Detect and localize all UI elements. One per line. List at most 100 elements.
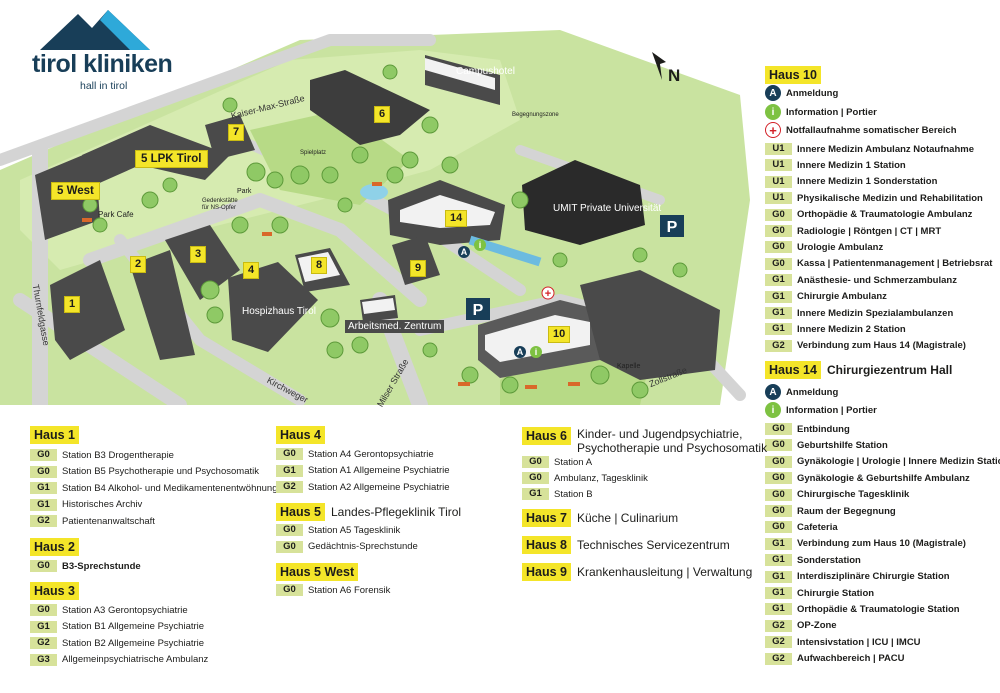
map-house-5-west[interactable]: 5 West xyxy=(51,182,100,200)
floor-badge: G1 xyxy=(765,587,792,599)
department-name: Kassa | Patientenmanagement | Betriebsra… xyxy=(797,258,993,270)
floor-badge: U1 xyxy=(765,143,792,155)
information-icon: i xyxy=(765,402,781,418)
department-name: Aufwachbereich | PACU xyxy=(797,653,905,665)
emergency-cross-icon: + xyxy=(765,122,781,138)
haus5west-badge: Haus 5 West xyxy=(276,563,359,581)
label-spielplatz: Spielplatz xyxy=(300,150,327,156)
floor-badge: G0 xyxy=(765,472,792,485)
floor-badge: G2 xyxy=(765,619,792,632)
legend-haus3-header: Haus 3 xyxy=(30,582,79,600)
map-house-8[interactable]: 8 xyxy=(311,257,328,274)
haus14-row: G2 Aufwachbereich | PACU xyxy=(765,652,905,666)
department-name: Station A5 Tagesklinik xyxy=(308,524,401,536)
department-name: Anästhesie- und Schmerzambulanz xyxy=(797,274,957,286)
department-name: Patientenanwaltschaft xyxy=(62,515,155,527)
label-campushotel: Campushotel xyxy=(456,66,515,77)
haus10-anmeldung-row: A Anmeldung xyxy=(765,85,839,101)
legend-haus1-header: Haus 1 xyxy=(30,426,79,444)
floor-badge: G0 xyxy=(765,208,792,221)
campus-map: P P A i A i + tirol kliniken hall in tir… xyxy=(0,0,750,413)
department-name: Geburtshilfe Station xyxy=(797,439,888,451)
svg-text:A: A xyxy=(517,347,524,357)
label-begegnungszone: Begegnungszone xyxy=(512,112,559,118)
department-name: Orthopädie & Traumatologie Station xyxy=(797,603,960,615)
label-arbeitsmed: Arbeitsmed. Zentrum xyxy=(345,320,445,333)
map-house-14[interactable]: 14 xyxy=(445,210,468,227)
map-house-3[interactable]: 3 xyxy=(190,246,207,263)
haus5-title: Landes-Pflegeklinik Tirol xyxy=(331,505,462,519)
department-name: Innere Medizin 2 Station xyxy=(797,323,906,335)
map-house-4[interactable]: 4 xyxy=(243,262,260,279)
legend-haus10-header: Haus 10 xyxy=(765,66,821,84)
department-name: Station B4 Alkohol- und Medikamentenentw… xyxy=(62,482,278,494)
map-house-2[interactable]: 2 xyxy=(130,256,147,273)
department-name: Cafeteria xyxy=(797,521,838,533)
haus4-row: G2 Station A2 Allgemeine Psychiatrie xyxy=(276,480,450,494)
haus2-badge: Haus 2 xyxy=(30,538,79,556)
haus4-badge: Haus 4 xyxy=(276,426,325,444)
brand-name: tirol kliniken xyxy=(32,50,173,78)
department-name: Innere Medizin Spezialambulanzen xyxy=(797,307,954,319)
map-house-9[interactable]: 9 xyxy=(410,260,427,277)
floor-badge: G1 xyxy=(765,307,792,319)
haus10-anmeldung: Anmeldung xyxy=(786,87,839,99)
department-name: Gynäkologie | Urologie | Innere Medizin … xyxy=(797,456,1000,468)
floor-badge: G0 xyxy=(765,488,792,501)
map-house-6[interactable]: 6 xyxy=(374,106,391,123)
floor-badge: U1 xyxy=(765,175,792,188)
department-name: Urologie Ambulanz xyxy=(797,241,884,253)
department-name: Physikalische Medizin und Rehabilitation xyxy=(797,192,983,204)
label-umit: UMIT Private Universität xyxy=(553,203,662,214)
floor-badge: G0 xyxy=(765,257,792,270)
legend-haus5west-header: Haus 5 West xyxy=(276,563,359,581)
logo xyxy=(30,8,200,100)
haus14-title: Chirurgiezentrum Hall xyxy=(826,363,953,377)
legend-haus6-header: Haus 6 Kinder- und Jugendpsychiatrie, Ps… xyxy=(522,427,767,455)
svg-text:A: A xyxy=(461,247,468,257)
floor-badge: G0 xyxy=(30,604,57,616)
floor-badge: G2 xyxy=(276,481,303,493)
floor-badge: G0 xyxy=(276,540,303,553)
department-name: Gedächtnis-Sprechstunde xyxy=(308,541,418,552)
department-name: Station A1 Allgemeine Psychiatrie xyxy=(308,465,450,476)
map-house-7[interactable]: 7 xyxy=(228,124,245,141)
legend-haus8-header: Haus 8 Technisches Servicezentrum xyxy=(522,536,730,554)
department-name: Chirurgische Tagesklinik xyxy=(797,489,910,501)
department-name: Station B2 Allgemeine Psychiatrie xyxy=(62,637,205,649)
department-name: Station A2 Allgemeine Psychiatrie xyxy=(308,481,450,493)
department-name: Intensivstation | ICU | IMCU xyxy=(797,636,921,648)
floor-badge: G2 xyxy=(765,652,792,665)
floor-badge: G1 xyxy=(30,482,57,494)
department-name: Ambulanz, Tagesklinik xyxy=(554,472,648,484)
map-house-5-lpk[interactable]: 5 LPK Tirol xyxy=(135,150,208,168)
floor-badge: U1 xyxy=(765,192,792,205)
department-name: Verbindung zum Haus 14 (Magistrale) xyxy=(797,340,966,352)
map-house-1[interactable]: 1 xyxy=(64,296,81,313)
haus9-title: Krankenhausleitung | Verwaltung xyxy=(577,565,753,579)
anmeldung-icon: A xyxy=(765,384,781,400)
anmeldung-icon: A xyxy=(765,85,781,101)
map-house-10[interactable]: 10 xyxy=(548,326,571,343)
haus6-title-line2: Psychotherapie und Psychosomatik xyxy=(577,441,768,455)
